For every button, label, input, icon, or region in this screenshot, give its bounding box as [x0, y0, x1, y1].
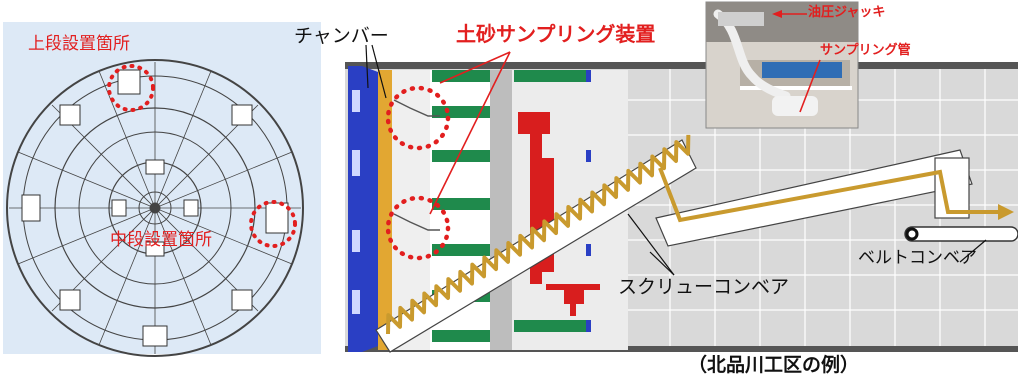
middle-location-label: 中段設置箇所: [110, 230, 212, 250]
belt-conveyor: [904, 226, 1018, 242]
belt-feed-casing: [655, 149, 973, 247]
caption: （北品川工区の例）: [688, 354, 860, 376]
sampling-pipe-label: サンプリング管: [820, 43, 911, 58]
cutter-head: [348, 66, 378, 352]
flow-arrow-icon: [998, 204, 1014, 220]
middle-section-sampling-marker: [385, 195, 451, 261]
red-leader-lines: [429, 13, 821, 215]
front-view-background: [3, 22, 321, 354]
inset-photo: [705, 1, 859, 129]
belt-conveyor-label: ベルトコンベア: [858, 248, 977, 268]
material-flow-path: [658, 167, 1002, 223]
upper-section-sampling-marker: [385, 85, 451, 151]
tbm-side-section: [345, 62, 1018, 353]
hydraulic-jack-label: 油圧ジャッキ: [808, 5, 886, 20]
black-leader-lines: [365, 44, 987, 276]
middle-sampling-marker: [249, 200, 297, 248]
jack-arrow-icon: [772, 10, 782, 18]
soil-sampling-device-label: 土砂サンプリング装置: [456, 22, 656, 46]
screw-spiral: [386, 134, 691, 335]
chamber-label: チャンバー: [294, 25, 389, 47]
cutter-face-front-view: [6, 59, 304, 357]
chamber: [378, 70, 392, 350]
upper-sampling-marker: [107, 64, 155, 112]
upper-location-label: 上段設置箇所: [28, 34, 130, 54]
screw-conveyor-label: スクリューコンベア: [618, 276, 790, 298]
